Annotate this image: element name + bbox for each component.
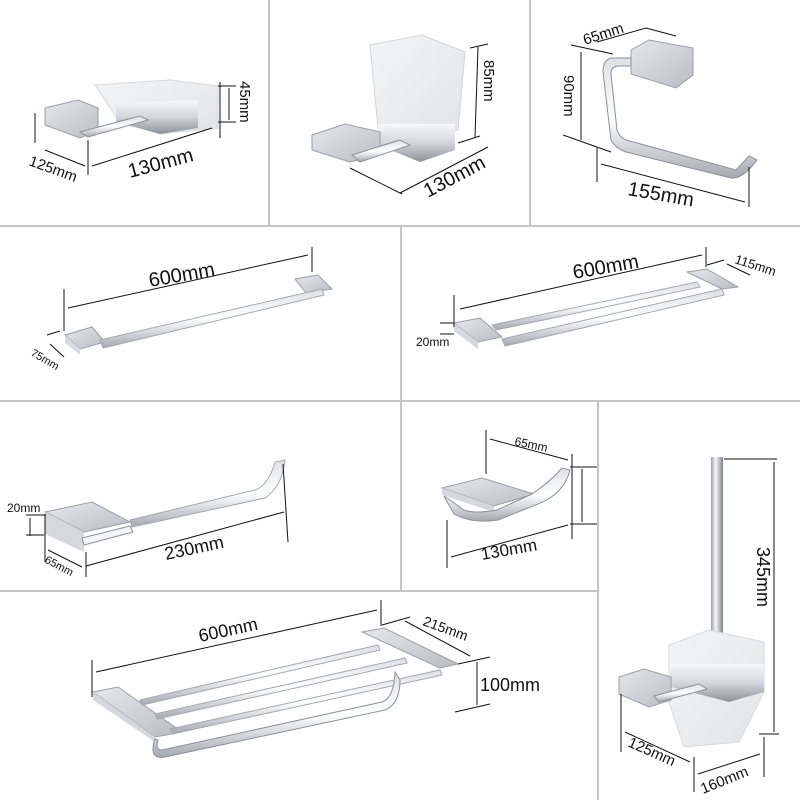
ring-bar-depth-label: 65mm xyxy=(43,554,76,579)
product-tumbler-holder: 85mm 130mm xyxy=(270,0,529,225)
towel-shelf-length-label: 600mm xyxy=(197,614,260,646)
double-bar-mount-left xyxy=(452,317,504,343)
paper-holder-width-label: 155mm xyxy=(626,178,696,211)
product-paper-holder: 65mm 90mm 155mm xyxy=(531,0,800,225)
double-towel-bar-drawing: 600mm 115mm 20mm xyxy=(416,247,778,349)
toilet-brush-height-label: 345mm xyxy=(753,547,773,607)
toilet-brush-width-label: 160mm xyxy=(698,763,751,798)
toilet-brush-drawing: 345mm 125mm 160mm xyxy=(618,457,779,798)
toilet-brush-arm xyxy=(653,683,709,703)
ring-bar-mount xyxy=(43,501,132,533)
product-double-towel-bar: 600mm 115mm 20mm xyxy=(402,227,800,400)
product-soap-dish: 125mm 130mm 45mm xyxy=(0,0,268,225)
towel-shelf-lower-bar xyxy=(152,670,401,758)
grid-divider-row3 xyxy=(0,590,597,592)
soap-dish-width-label: 130mm xyxy=(126,144,196,183)
grid-divider-r2 xyxy=(400,225,402,400)
robe-hook-depth-label: 65mm xyxy=(513,434,549,455)
single-bar-rod xyxy=(99,288,325,349)
soap-dish-drawing: 125mm 130mm 45mm xyxy=(27,79,253,186)
paper-holder-height-label: 90mm xyxy=(560,75,577,117)
tumbler-height-label: 85mm xyxy=(480,60,497,102)
soap-dish-arm xyxy=(78,115,150,138)
grid-divider-r1b xyxy=(529,0,531,225)
soap-dish-depth-label: 125mm xyxy=(27,153,80,186)
towel-shelf-depth-label: 215mm xyxy=(421,613,470,644)
towel-shelf-rail-2 xyxy=(154,657,408,720)
single-bar-length-label: 600mm xyxy=(147,259,217,292)
product-toilet-brush-holder: 345mm 125mm 160mm xyxy=(599,402,800,800)
robe-hook-drawing: 65mm 130mm xyxy=(440,430,597,568)
soap-dish-frame xyxy=(116,100,198,134)
double-bar-mount-right xyxy=(685,268,740,290)
product-single-towel-bar: 600mm 75mm xyxy=(0,227,400,400)
tumbler-ring xyxy=(378,124,455,162)
robe-hook-width-label: 130mm xyxy=(479,535,538,564)
double-bar-depth-label: 115mm xyxy=(733,252,778,279)
double-bar-rod-front xyxy=(501,288,725,347)
grid-divider-r1a xyxy=(268,0,270,225)
grid-divider-r3a xyxy=(400,400,402,590)
robe-hook-arm xyxy=(443,467,571,522)
paper-holder-drawing: 65mm 90mm 155mm xyxy=(560,20,758,212)
double-bar-height-label: 20mm xyxy=(416,335,449,349)
toilet-brush-handle xyxy=(711,457,723,662)
product-towel-shelf: 600mm 215mm 100mm xyxy=(0,592,597,800)
towel-shelf-height-label: 100mm xyxy=(480,675,540,695)
single-bar-mount-right xyxy=(294,274,334,294)
paper-holder-mount xyxy=(630,39,694,89)
ring-bar-height-label: 20mm xyxy=(7,501,40,515)
tumbler-arm xyxy=(350,139,412,163)
tumbler-holder-drawing: 85mm 130mm xyxy=(311,34,497,203)
paper-holder-depth-label: 65mm xyxy=(581,20,626,49)
towel-shelf-rail-3 xyxy=(169,669,443,735)
double-bar-length-label: 600mm xyxy=(571,251,641,284)
single-towel-bar-drawing: 600mm 75mm xyxy=(29,247,334,373)
tumbler-width-label: 130mm xyxy=(420,152,489,203)
ring-bar-length-label: 230mm xyxy=(163,532,226,564)
product-towel-ring-bar: 20mm 65mm 230mm xyxy=(0,402,400,590)
double-bar-rod-back xyxy=(491,281,701,331)
soap-dish-height-label: 45mm xyxy=(236,81,253,123)
single-bar-depth-label: 75mm xyxy=(29,347,61,373)
product-robe-hook: 65mm 130mm xyxy=(402,402,597,590)
ring-bar-arm xyxy=(129,459,286,528)
towel-shelf-drawing: 600mm 215mm 100mm xyxy=(91,600,540,758)
towel-ring-bar-drawing: 20mm 65mm 230mm xyxy=(7,459,289,579)
grid-divider-r3b xyxy=(597,400,599,800)
toilet-brush-depth-label: 125mm xyxy=(625,734,678,770)
towel-shelf-rail-1 xyxy=(139,644,381,706)
paper-holder-arm xyxy=(602,57,758,179)
